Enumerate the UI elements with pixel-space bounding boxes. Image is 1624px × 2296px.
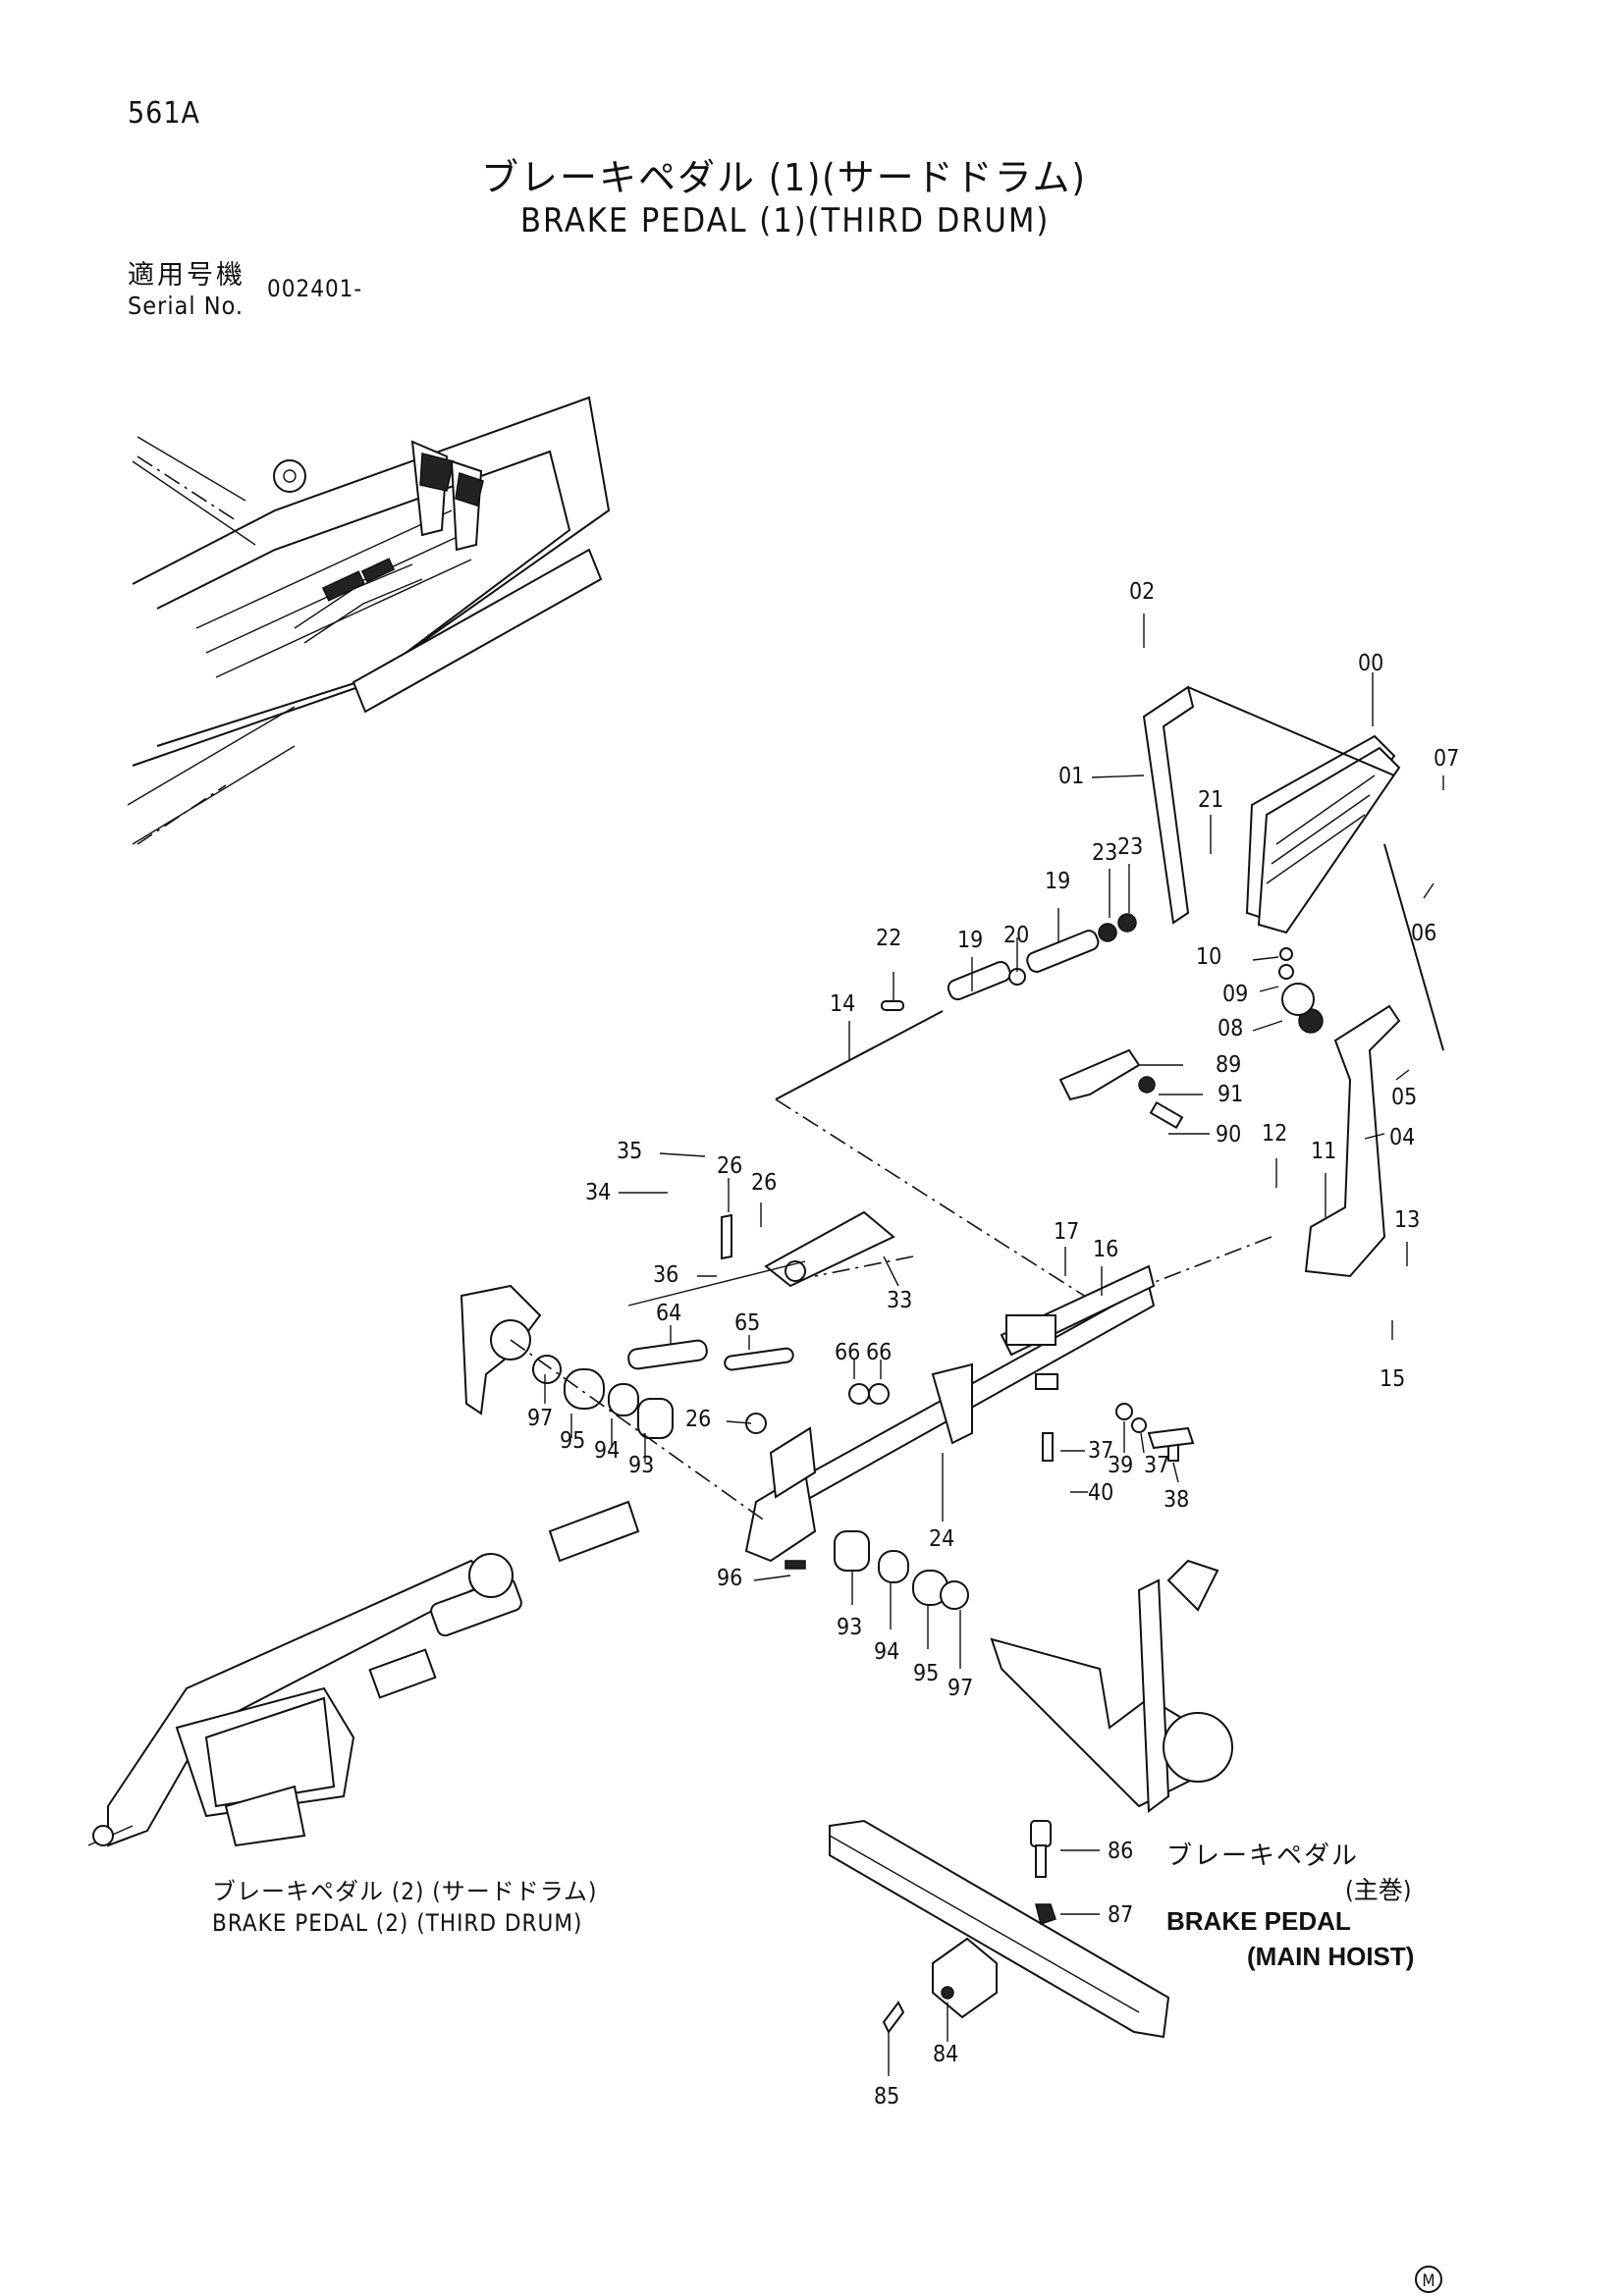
part-number-38: 38 — [1164, 1487, 1189, 1513]
manufacturer-mark: M — [1415, 2266, 1442, 2293]
part-number-26: 26 — [685, 1407, 711, 1432]
pedal-assembly — [775, 685, 1444, 1307]
part-number-86: 86 — [1108, 1839, 1133, 1864]
cross-ref-brake-pedal-2: BRAKE PEDAL (2) (THIRD DRUM) — [212, 1909, 583, 1937]
part-number-94: 94 — [874, 1639, 899, 1665]
part-number-64: 64 — [656, 1301, 681, 1326]
part-number-19: 19 — [1045, 869, 1070, 894]
part-number-16: 16 — [1093, 1237, 1118, 1262]
part-number-17: 17 — [1054, 1219, 1079, 1245]
part-number-34: 34 — [585, 1180, 611, 1205]
part-number-35: 35 — [617, 1139, 642, 1164]
part-number-89: 89 — [1216, 1052, 1241, 1078]
part-number-26: 26 — [751, 1170, 777, 1196]
part-number-01: 01 — [1058, 764, 1084, 789]
part-number-22: 22 — [876, 926, 901, 951]
part-number-20: 20 — [1003, 923, 1029, 948]
part-number-85: 85 — [874, 2084, 899, 2109]
serial-label: Serial No. — [128, 292, 244, 320]
rod-and-springs — [775, 913, 1315, 1130]
part-number-19: 19 — [957, 928, 983, 953]
part-number-40: 40 — [1088, 1480, 1113, 1506]
part-number-12: 12 — [1262, 1121, 1287, 1147]
cross-shaft-assembly — [87, 1210, 1233, 2039]
part-number-06: 06 — [1411, 921, 1436, 946]
part-number-00: 00 — [1358, 651, 1383, 676]
serial-label-japanese: 適用号機 — [128, 260, 245, 291]
page-title: BRAKE PEDAL (1)(THIRD DRUM) — [520, 201, 1051, 240]
part-number-87: 87 — [1108, 1902, 1133, 1928]
part-number-37: 37 — [1088, 1438, 1113, 1464]
part-number-95: 95 — [560, 1428, 585, 1454]
part-number-84: 84 — [933, 2042, 958, 2067]
part-number-23: 23 — [1092, 840, 1117, 866]
part-number-26: 26 — [717, 1153, 742, 1179]
part-number-23: 23 — [1117, 834, 1143, 860]
part-number-37: 37 — [1144, 1453, 1169, 1478]
part-number-93: 93 — [628, 1453, 654, 1478]
part-number-09: 09 — [1222, 982, 1248, 1007]
part-number-15: 15 — [1380, 1366, 1405, 1392]
part-number-33: 33 — [887, 1288, 912, 1313]
page-title-japanese: ブレーキペダル (1)(サードドラム) — [481, 156, 1087, 199]
machine-overview-inset — [127, 396, 611, 845]
part-number-91: 91 — [1218, 1082, 1243, 1107]
part-number-39: 39 — [1108, 1453, 1133, 1478]
part-number-66: 66 — [835, 1340, 860, 1365]
cross-ref-main-hoist-japanese-sub: (主巻) — [1345, 1876, 1412, 1904]
cross-ref-brake-pedal-2-japanese: ブレーキペダル (2) (サードドラム) — [212, 1878, 598, 1905]
cross-ref-main-hoist-sub: (MAIN HOIST) — [1247, 1942, 1415, 1971]
part-number-14: 14 — [830, 991, 855, 1017]
part-number-95: 95 — [913, 1661, 939, 1686]
part-number-05: 05 — [1391, 1085, 1417, 1110]
serial-number-value: 002401- — [267, 275, 363, 302]
part-number-97: 97 — [947, 1676, 973, 1701]
part-number-65: 65 — [734, 1310, 760, 1336]
page-code: 561A — [128, 96, 200, 131]
part-number-66: 66 — [866, 1340, 892, 1365]
part-number-94: 94 — [594, 1438, 620, 1464]
part-number-07: 07 — [1434, 746, 1459, 772]
part-number-08: 08 — [1218, 1016, 1243, 1041]
part-number-04: 04 — [1389, 1125, 1415, 1150]
cross-ref-main-hoist-japanese: ブレーキペダル — [1166, 1842, 1360, 1871]
part-number-90: 90 — [1216, 1122, 1241, 1148]
part-number-11: 11 — [1311, 1139, 1336, 1164]
cross-ref-main-hoist: BRAKE PEDAL — [1166, 1906, 1351, 1936]
part-number-21: 21 — [1198, 787, 1223, 813]
part-number-96: 96 — [717, 1566, 742, 1591]
leader-lines — [544, 614, 1444, 2076]
part-number-24: 24 — [929, 1526, 954, 1552]
part-number-97: 97 — [527, 1406, 553, 1431]
part-number-10: 10 — [1196, 944, 1221, 970]
part-number-36: 36 — [653, 1262, 678, 1288]
part-number-02: 02 — [1129, 579, 1155, 605]
part-number-13: 13 — [1394, 1207, 1420, 1233]
part-number-93: 93 — [837, 1615, 862, 1640]
